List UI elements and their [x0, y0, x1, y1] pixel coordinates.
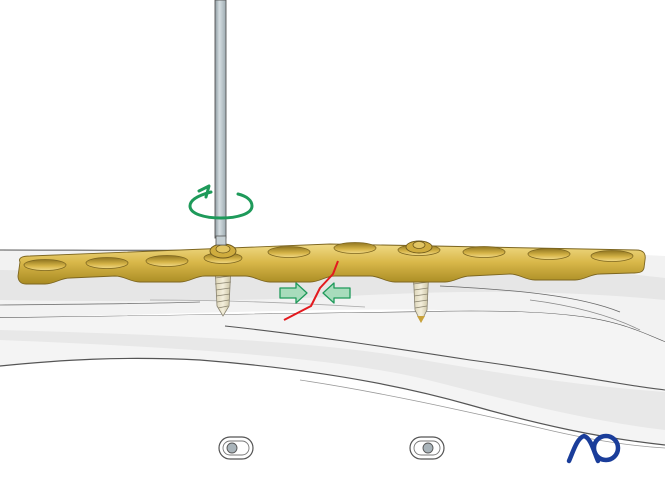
screw-head-right: [405, 240, 433, 254]
compression-plate: [17, 240, 646, 285]
compression-arrow-right-icon: [279, 282, 308, 304]
lower-bone: [0, 311, 665, 449]
fracture-line: [283, 260, 339, 321]
compression-arrow-left-icon: [322, 282, 351, 304]
oval-hole-view-left: [218, 436, 254, 460]
screw-head-left: [209, 243, 237, 259]
oval-hole-view-right: [409, 436, 445, 460]
screwdriver: [214, 0, 227, 246]
ao-logo: [566, 433, 621, 464]
rotation-clockwise-icon: [188, 184, 254, 220]
